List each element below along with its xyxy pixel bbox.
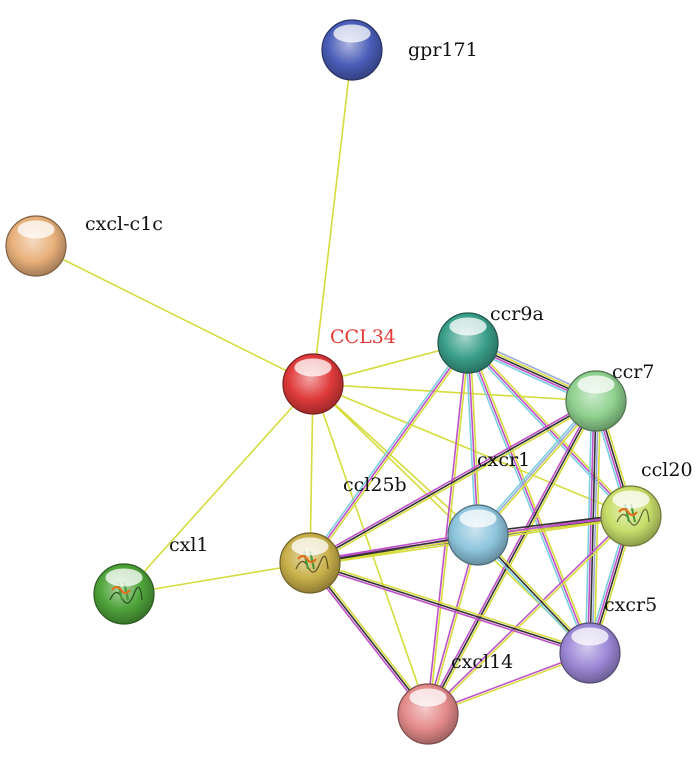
- edge-stripe: [428, 534, 480, 716]
- edge-stripe: [312, 383, 597, 402]
- edge-stripe: [312, 49, 353, 385]
- edge-stripe: [123, 383, 314, 595]
- edge-ccr9a-cxcr1: [465, 342, 481, 536]
- node-label-ccr9a: ccr9a: [490, 303, 544, 325]
- edge-stripe: [307, 340, 468, 563]
- edge-stripe: [467, 342, 479, 536]
- edge-stripe: [584, 400, 593, 654]
- edge-stripe: [465, 342, 477, 536]
- edge-ccr7-cxcr5: [584, 400, 602, 654]
- edge-CCL34-gpr171: [312, 49, 353, 385]
- node-ccl20[interactable]: [600, 485, 662, 547]
- edge-ccr9a-cxcr5: [465, 341, 593, 655]
- edge-stripe: [35, 245, 314, 385]
- edge-stripe: [312, 383, 429, 715]
- edge-stripe: [309, 562, 591, 654]
- nodes-layer: [5, 19, 662, 745]
- edge-CCL34-cxcl-c1c: [35, 245, 314, 385]
- node-highlight: [449, 317, 487, 336]
- edge-ccl20-cxcl14: [426, 514, 633, 716]
- edge-stripe: [308, 564, 591, 656]
- edge-ccl25b-cxcr5: [308, 560, 592, 656]
- edge-stripe: [308, 398, 596, 562]
- node-label-cxcl-c1c: cxcl-c1c: [85, 213, 163, 235]
- node-cxcr5[interactable]: [559, 622, 621, 684]
- edge-stripe: [427, 400, 597, 715]
- edge-stripe: [309, 342, 469, 564]
- edge-stripe: [310, 560, 431, 714]
- edge-CCL34-ccr7: [312, 383, 597, 402]
- node-label-cxcl14: cxcl14: [451, 651, 513, 673]
- node-highlight: [105, 568, 143, 587]
- node-CCL34[interactable]: [282, 353, 344, 415]
- edge-stripe: [427, 515, 633, 716]
- node-cxcr1[interactable]: [447, 504, 509, 566]
- edge-stripe: [310, 343, 471, 566]
- node-highlight: [571, 627, 609, 646]
- edge-stripe: [467, 342, 591, 654]
- edge-stripe: [591, 400, 599, 654]
- edge-stripe: [469, 341, 593, 653]
- edge-stripe: [309, 562, 429, 715]
- edge-CCL34-cxl1: [123, 383, 314, 595]
- node-label-cxcr1: cxcr1: [477, 449, 530, 471]
- node-ccl25b[interactable]: [279, 532, 341, 594]
- node-cxcl14[interactable]: [397, 683, 459, 745]
- node-highlight: [409, 688, 447, 707]
- edge-ccr7-cxcl14: [425, 399, 599, 716]
- edge-stripe: [307, 563, 428, 717]
- node-label-gpr171: gpr171: [408, 39, 478, 61]
- node-highlight: [577, 375, 615, 394]
- node-highlight: [333, 24, 371, 43]
- node-label-ccl20: ccl20: [641, 459, 693, 481]
- edge-stripe: [468, 340, 634, 516]
- node-highlight: [291, 537, 329, 556]
- edge-stripe: [587, 400, 595, 654]
- node-ccr9a[interactable]: [437, 312, 499, 374]
- node-gpr171[interactable]: [321, 19, 383, 81]
- edge-ccr9a-ccl25b: [307, 340, 471, 566]
- edge-cxl1-ccl25b: [123, 562, 311, 595]
- edge-stripe: [309, 560, 592, 652]
- node-label-ccl25b: ccl25b: [343, 474, 407, 496]
- edge-stripe: [429, 401, 599, 716]
- edge-stripe: [426, 533, 478, 715]
- node-label-cxl1: cxl1: [169, 534, 209, 556]
- edge-stripe: [465, 343, 589, 655]
- node-label-cxcr5: cxcr5: [604, 594, 657, 616]
- edge-stripe: [310, 402, 598, 566]
- edge-ccr7-ccl25b: [308, 398, 598, 566]
- edge-ccl25b-cxcl14: [307, 560, 431, 717]
- node-cxcl-c1c[interactable]: [5, 215, 67, 277]
- edge-stripe: [426, 514, 632, 715]
- edge-stripe: [593, 400, 602, 654]
- node-label-CCL34: CCL34: [330, 326, 396, 348]
- edge-cxcr1-cxcl14: [426, 533, 480, 716]
- edge-stripe: [425, 399, 595, 714]
- node-highlight: [612, 490, 650, 509]
- node-label-ccr7: ccr7: [612, 361, 654, 383]
- edge-stripe: [309, 400, 597, 564]
- protein-structure-icon: [295, 550, 329, 573]
- node-highlight: [17, 220, 55, 239]
- node-cxl1[interactable]: [93, 563, 155, 625]
- node-ccr7[interactable]: [565, 370, 627, 432]
- node-highlight: [294, 358, 332, 377]
- edge-stripe: [469, 342, 481, 536]
- edge-stripe: [123, 562, 311, 595]
- node-highlight: [459, 509, 497, 528]
- edge-stripe: [589, 400, 597, 654]
- edge-stripe: [426, 342, 468, 715]
- edge-CCL34-cxcl14: [312, 383, 429, 715]
